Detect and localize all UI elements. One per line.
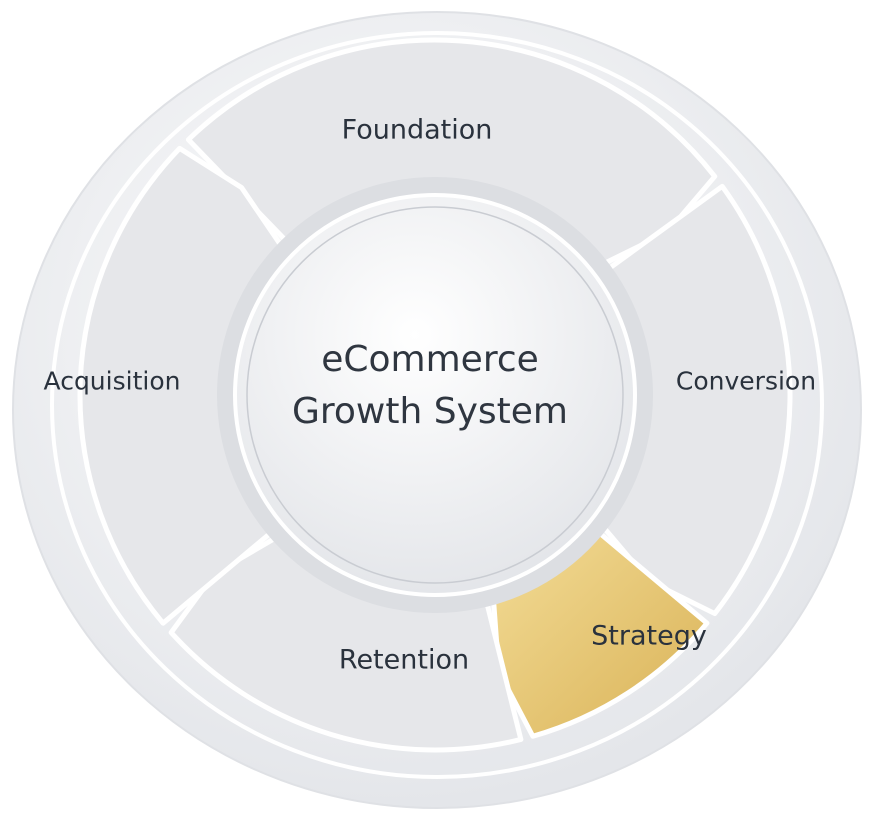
segment-label-conversion[interactable]: Conversion bbox=[675, 366, 817, 396]
center-title: eCommerce Growth System bbox=[292, 334, 568, 438]
center-title-line1: eCommerce bbox=[321, 339, 539, 380]
center-title-line2: Growth System bbox=[292, 391, 568, 432]
outer-ring-line bbox=[50, 31, 824, 779]
segment-label-foundation[interactable]: Foundation bbox=[341, 114, 493, 146]
segment-label-strategy[interactable]: Strategy bbox=[591, 620, 707, 652]
center-circle bbox=[233, 193, 637, 597]
segment-label-retention[interactable]: Retention bbox=[338, 644, 470, 676]
center-inner-line bbox=[246, 206, 624, 584]
segment-label-acquisition[interactable]: Acquisition bbox=[43, 366, 181, 396]
